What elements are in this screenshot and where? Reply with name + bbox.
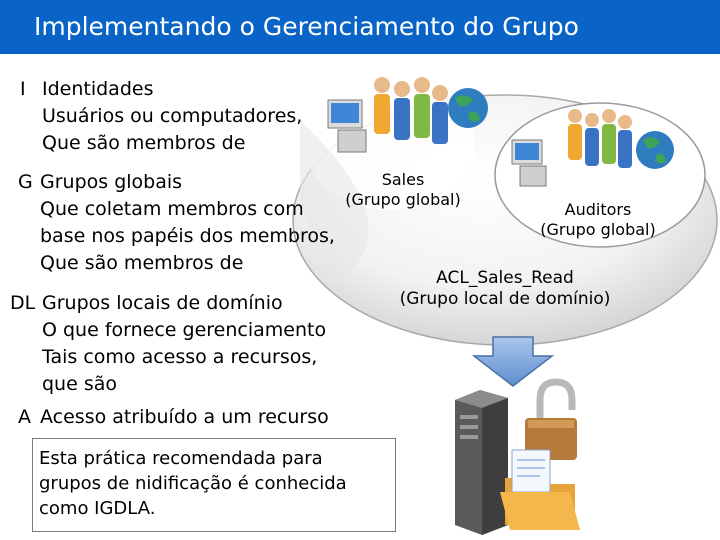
note-line: grupos de nidificação é conhecida [39, 473, 347, 494]
bullet-line: Tais como acesso a recursos, [42, 346, 318, 368]
auditors-group-name: Auditors [564, 200, 632, 219]
people-group-icon [568, 109, 632, 168]
padlock-icon [525, 378, 577, 460]
bullet-heading: Grupos globais [40, 171, 183, 193]
bullet-heading: Acesso atribuído a um recurso [40, 406, 329, 428]
bullet-heading: Identidades [42, 78, 154, 100]
bullet-marker: G [18, 171, 33, 193]
computer-icon [511, 139, 547, 187]
bullet-line: Que são membros de [40, 252, 244, 274]
note-line: como IGDLA. [39, 498, 156, 519]
bullet-line: Que coletam membros com [40, 198, 304, 220]
domain-local-group-name: ACL_Sales_Read [436, 268, 574, 288]
bullet-line: Que são membros de [42, 132, 246, 154]
title-bar: Implementando o Gerenciamento do Grupo [0, 0, 720, 54]
bullet-line: Usuários ou computadores, [42, 105, 303, 127]
bullet-line: que são [42, 373, 117, 395]
people-group-icon [374, 77, 448, 144]
globe-icon [636, 131, 674, 169]
globe-icon [448, 88, 488, 128]
auditors-group-type: (Grupo global) [540, 220, 656, 239]
sales-group-type: (Grupo global) [345, 190, 461, 209]
sales-group-name: Sales [381, 170, 425, 189]
bullet-marker: A [18, 406, 31, 428]
bullet-line: O que fornece gerenciamento [42, 319, 327, 341]
folder-icon [500, 449, 580, 530]
auditors-group-label: Auditors (Grupo global) [532, 200, 664, 240]
slide-title: Implementando o Gerenciamento do Grupo [34, 12, 579, 41]
bullet-marker: DL [10, 292, 36, 314]
bullet-line: base nos papéis dos membros, [40, 225, 335, 247]
bullet-marker: I [20, 78, 26, 100]
domain-local-group-label: ACL_Sales_Read (Grupo local de domínio) [380, 268, 630, 310]
shaded-wedge [300, 120, 369, 285]
down-arrow-icon [471, 336, 555, 387]
note-line: Esta prática recomendada para [39, 448, 323, 469]
server-icon [455, 390, 508, 535]
sales-group-label: Sales (Grupo global) [338, 170, 468, 210]
domain-local-group-type: (Grupo local de domínio) [399, 289, 611, 309]
bullet-heading: Grupos locais de domínio [42, 292, 283, 314]
computer-icon [327, 99, 367, 153]
note-box: Esta prática recomendada para grupos de … [32, 438, 396, 532]
